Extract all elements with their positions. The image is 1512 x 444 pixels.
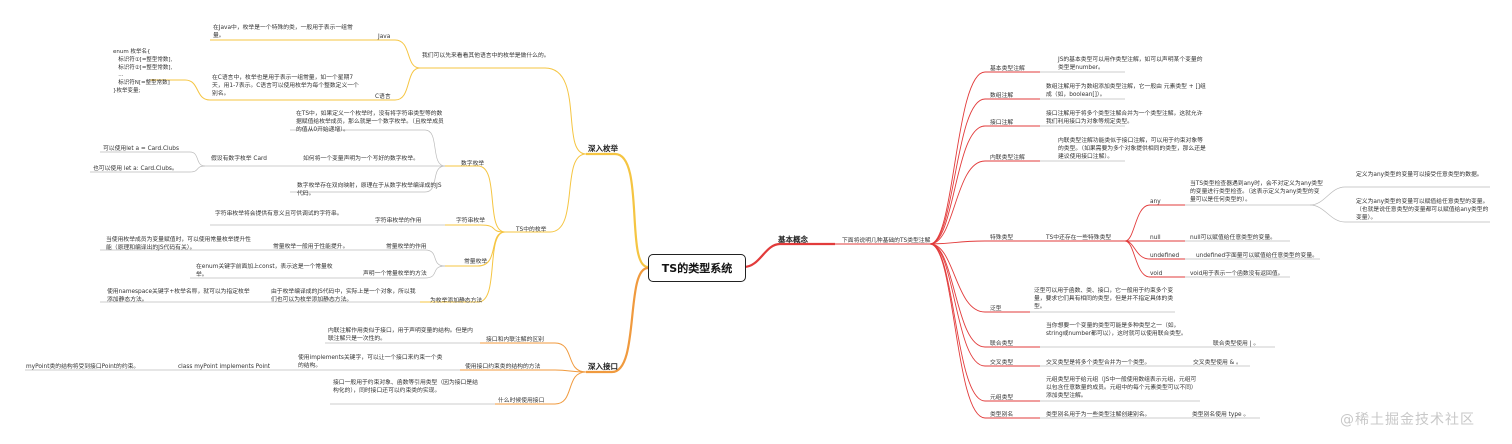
iface-branch-line [586,266,649,374]
array-type-text: 数组注解用于为数组添加类型注解，它一般由 元素类型 + []组成（如，boole… [1046,84,1206,98]
enum-leaf-lines [90,129,446,303]
enum-intro: 我们可以先来看看其他语言中的枚举是做什么的。 [422,53,550,59]
const-enum-text: 当使用枚举成员为变量赋值时，可以使用常量枚举提升性能（原理和编译出的JS代码有关… [106,237,251,251]
alias-text: 类型别名用于为一些类型注解创建别名。 [1046,412,1151,418]
tuple-text: 元组类型用于给元组（JS中一般使用数组表示元组，元组可以包含任意数量的成员。元组… [1046,377,1197,399]
generic-text: 泛型可以用于函数、类、接口，它一般用于约束多个变量，要求它们具有相同的类型，但是… [1034,288,1174,310]
alias-use: 类型别名使用 type 。 [1192,412,1250,418]
reverse-mapping: 数字枚举存在双向映射，原理在于从数字枚举编译成的JS代码。 [297,183,442,197]
string-enum-text: 字符串枚举将会提供有意义且可供调试的字符串。 [215,211,343,217]
const-enum-label: 常量枚举 [464,259,488,265]
inline-type-label: 内联类型注解 [990,155,1025,161]
enum-branch-title[interactable]: 深入枚举 [588,144,618,153]
basic-type-label: 基本类型注解 [990,66,1025,72]
const-enum-how: 声明一个常量枚举的方法 [363,271,427,277]
numeric-enum-label: 数字枚举 [461,161,485,167]
any-sub-2: 定义为any类型的变量可以赋值给任意类型的变量。（也就是说任意类型的变量都可以赋… [1356,199,1489,221]
special-type-intro: TS中还存在一些特殊类型 [1046,235,1112,241]
assume-card: 假设有数字枚举 Card [211,156,267,162]
iface-impl-example: class myPoint implements Point [178,364,271,370]
static-method-label: 为枚举添加静态方法 [430,298,483,304]
declare-question: 如何将一个变量声明为一个写好的数字枚举。 [303,156,419,162]
root-title: TS的类型系统 [661,262,733,275]
cross-label: 交叉类型 [990,360,1014,366]
const-enum-role: 常量枚举的作用 [386,244,427,250]
basic-sub-lines [835,71,1185,419]
iface-when-label: 什么时候使用接口 [498,398,545,404]
any-text: 当TS类型检查器遇到any时，会不对定义为any类型的变量进行类型检查。（这表示… [1190,181,1323,203]
basic-leaf-lines [1030,71,1490,419]
string-enum-role: 字符串枚举的作用 [375,218,422,224]
void-text: void用于表示一个函数没有返回值。 [1190,271,1284,277]
root-node[interactable]: TS的类型系统 [648,254,746,282]
basic-type-text: JS的基本类型可以用作类型注解，如可以声明某个变量的类型是number。 [1058,57,1203,71]
use-option-1: 可以使用let a = Card.Clubs [103,146,180,152]
string-enum-label: 字符串枚举 [456,218,485,224]
const-enum-how-text: 在enum关键字前面加上const，表示这是一个常量枚举。 [196,264,333,278]
alias-label: 类型别名 [990,412,1014,418]
c-label: C语言 [375,94,391,100]
enum-sub-lines [150,39,587,303]
iface-impl-text: 使用implements关键字，可以让一个接口来约束一个类的结构。 [298,355,443,369]
void-label: void [1150,271,1163,277]
basic-intro: 下面将说明几种基础的TS类型注解 [842,238,931,244]
iface-sub-lines [460,342,587,405]
enum-branch-line [586,152,649,269]
static-method-text: 由于枚举编译成的JS代码中，实际上是一个对象，所以我们也可以为枚举添加静态方法。 [271,289,416,303]
iface-when-text: 接口一般用于约束对象、函数等引用类型（因为接口是结构化的），同时接口还可以约束类… [333,380,478,394]
null-text: null可以赋值给任意类型的变量。 [1190,235,1276,241]
c-enum-code: enum 枚举名{ 标识符①[=整型常数], 标识符②[=整型常数], ... … [113,49,173,94]
iface-branch-title[interactable]: 深入接口 [588,362,618,371]
java-text: 在Java中，枚举是一个特殊的类，一般用于表示一组常量。 [213,25,353,39]
inline-type-text: 内联类型注解功能类似于接口注解，可以用于约束对象等的类型。（如果需要为多个对象提… [1058,138,1206,160]
iface-leaf-lines [25,342,495,405]
iface-diff-text: 内联注解作用类似于接口，用于声明变量的结构。但是内联注解只是一次性的。 [328,328,473,342]
array-type-label: 数组注解 [990,93,1014,99]
iface-impl-result: myPoint类的结构将受到接口Point的约束。 [26,364,140,370]
special-type-label: 特殊类型 [990,235,1014,241]
iface-type-text: 接口注解用于将多个类型注解合并为一个类型注解，这就允许我们利用接口为对象等规定类… [1046,111,1203,125]
watermark: @稀土掘金技术社区 [1340,412,1475,428]
use-option-2: 也可以使用 let a: Card.Clubs。 [93,166,178,172]
iface-type-label: 接口注解 [990,120,1014,126]
undefined-label: undefined [1150,253,1180,259]
generic-label: 泛型 [990,306,1002,312]
union-use: 联合类型使用 | 。 [1213,341,1260,347]
cross-use: 交叉类型使用 & 。 [1193,360,1242,366]
undefined-text: undefined字面量可以赋值给任意类型的变量。 [1196,253,1318,259]
null-label: null [1150,235,1161,241]
ts-enum-label: TS中的枚举 [516,227,547,233]
union-label: 联合类型 [990,341,1014,347]
any-label: any [1150,199,1161,205]
union-text: 当你想要一个变量的类型可能是多种类型之一（如，string或number都可以）… [1046,323,1187,337]
iface-impl-label: 使用接口约束类的结构的方法 [465,364,541,370]
tuple-label: 元组类型 [990,395,1014,401]
c-text: 在C语言中，枚举也是用于表示一组常量，如一个星期7天，用1-7表示。C语言可以使… [212,75,359,97]
static-method-use: 使用namespace关键字+枚举名称，就可以为指定枚举添加静态方法。 [107,289,250,303]
numeric-enum-text: 在TS中，如果定义一个枚举时，没有将字符串类型等的数据赋值给枚举成员，那么就是一… [296,111,444,133]
basic-branch-title[interactable]: 基本概念 [778,235,808,244]
const-enum-perf: 常量枚举一般用于性能提升。 [273,244,349,250]
iface-diff-label: 接口和内联注解的区别 [486,337,544,343]
any-sub-1: 定义为any类型的变量可以接受任意类型的数据。 [1356,172,1483,178]
cross-text: 交叉类型是将多个类型合并为一个类型。 [1046,360,1151,366]
java-label: Java [378,34,391,40]
basic-branch-line [743,242,835,269]
